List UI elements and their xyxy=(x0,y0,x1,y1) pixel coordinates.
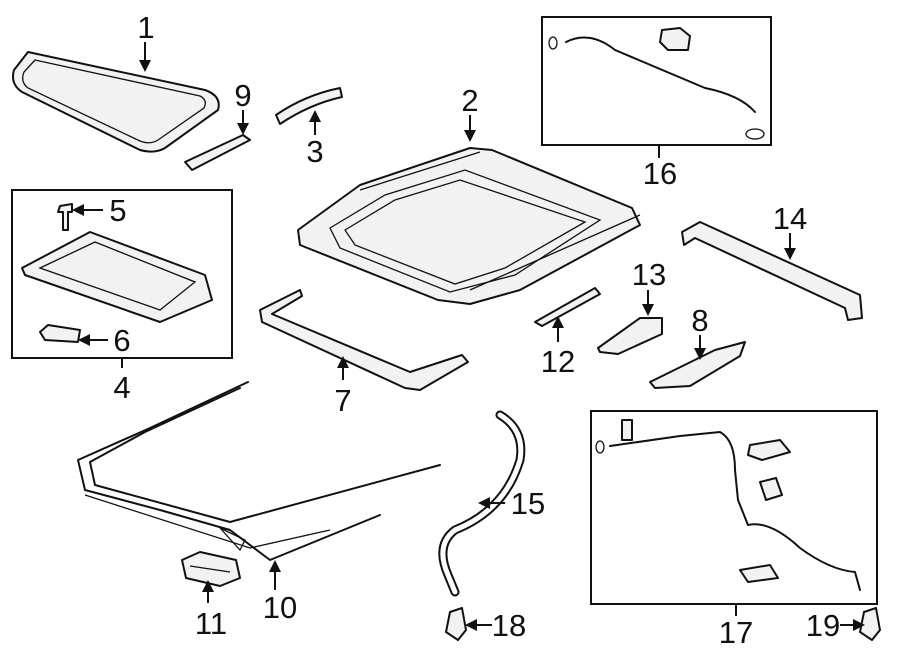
part-seal-piece xyxy=(275,87,343,125)
callout-4: 4 xyxy=(113,370,130,405)
leader-lines xyxy=(72,42,865,631)
part-guide-rail-assembly xyxy=(77,381,441,561)
callout-8: 8 xyxy=(691,303,708,338)
part-rear-rail xyxy=(681,221,863,321)
callout-19: 19 xyxy=(806,608,840,643)
part-clip-18 xyxy=(445,607,467,641)
callout-11: 11 xyxy=(195,606,227,641)
part-drain-hose-box-16 xyxy=(541,16,772,146)
callout-17: 17 xyxy=(719,615,753,650)
part-bracket-8 xyxy=(649,341,746,389)
callout-5: 5 xyxy=(109,193,126,228)
part-hose-15 xyxy=(438,410,526,597)
callout-18: 18 xyxy=(492,608,526,643)
part-bracket-13 xyxy=(597,317,663,355)
callout-1: 1 xyxy=(137,10,154,45)
callout-6: 6 xyxy=(113,323,130,358)
part-drain-hose-box-17 xyxy=(590,410,878,605)
callout-14: 14 xyxy=(773,201,807,236)
callout-16: 16 xyxy=(643,156,677,191)
callout-13: 13 xyxy=(632,257,666,292)
part-wind-deflector-strip xyxy=(184,134,251,171)
callout-10: 10 xyxy=(263,590,297,625)
part-side-strip xyxy=(534,287,601,327)
callout-2: 2 xyxy=(461,83,478,118)
callout-15: 15 xyxy=(511,486,545,521)
callout-3: 3 xyxy=(306,134,323,169)
callout-7: 7 xyxy=(334,383,351,418)
part-motor xyxy=(181,551,241,587)
part-glass-panel xyxy=(12,51,220,153)
part-sunroof-frame xyxy=(297,147,641,305)
part-clip-19 xyxy=(859,607,881,641)
part-front-rail xyxy=(259,289,469,391)
callout-9: 9 xyxy=(234,78,251,113)
callout-12: 12 xyxy=(541,344,575,379)
